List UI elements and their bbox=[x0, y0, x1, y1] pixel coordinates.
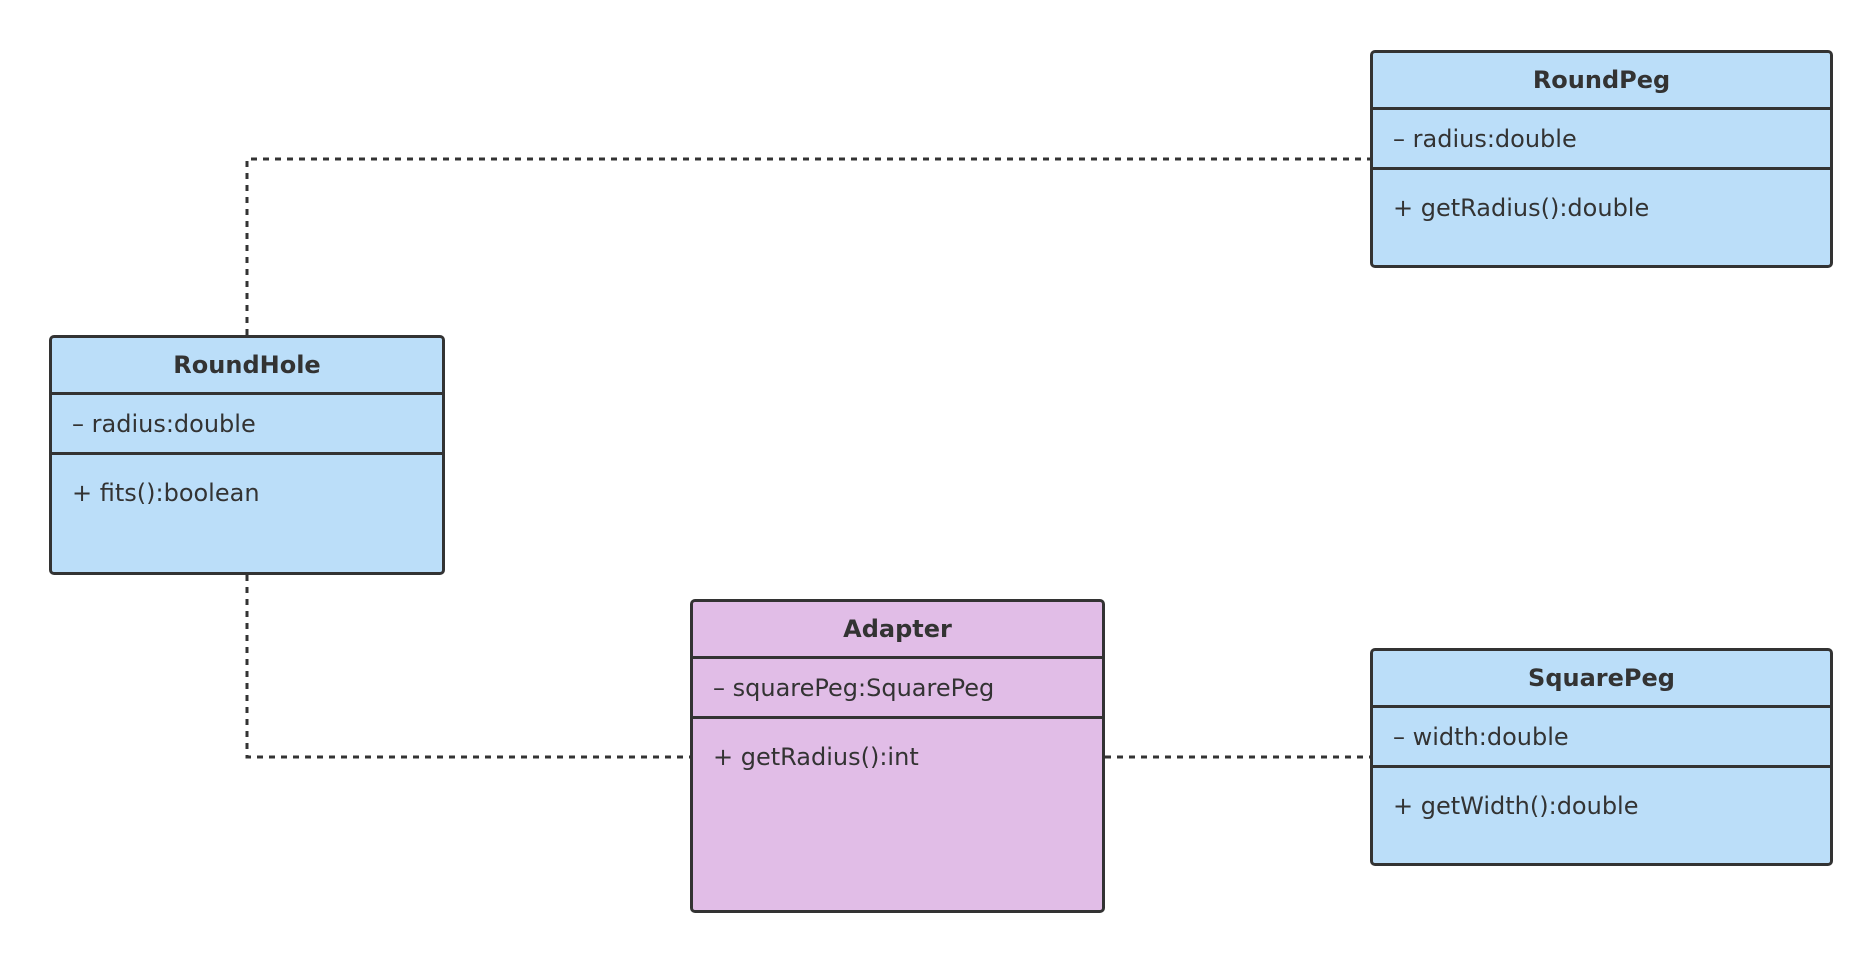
class-adapter[interactable]: Adapter – squarePeg:SquarePeg + getRadiu… bbox=[690, 599, 1105, 913]
class-name: RoundHole bbox=[52, 338, 442, 395]
connector-roundhole-roundpeg bbox=[245, 157, 1370, 335]
class-round-peg[interactable]: RoundPeg – radius:double + getRadius():d… bbox=[1370, 50, 1833, 268]
connector-roundhole-adapter bbox=[245, 575, 690, 759]
class-name: SquarePeg bbox=[1373, 651, 1830, 708]
class-method: + getRadius():int bbox=[713, 743, 919, 771]
class-method: + fits():boolean bbox=[72, 479, 260, 507]
class-round-hole[interactable]: RoundHole – radius:double + fits():boole… bbox=[49, 335, 445, 575]
class-attribute: – width:double bbox=[1373, 708, 1830, 768]
class-name: RoundPeg bbox=[1373, 53, 1830, 110]
class-attribute: – squarePeg:SquarePeg bbox=[693, 659, 1102, 719]
class-method: + getRadius():double bbox=[1393, 194, 1650, 222]
class-attribute: – radius:double bbox=[1373, 110, 1830, 170]
class-method: + getWidth():double bbox=[1393, 792, 1639, 820]
class-attribute: – radius:double bbox=[52, 395, 442, 455]
class-name: Adapter bbox=[693, 602, 1102, 659]
class-square-peg[interactable]: SquarePeg – width:double + getWidth():do… bbox=[1370, 648, 1833, 866]
